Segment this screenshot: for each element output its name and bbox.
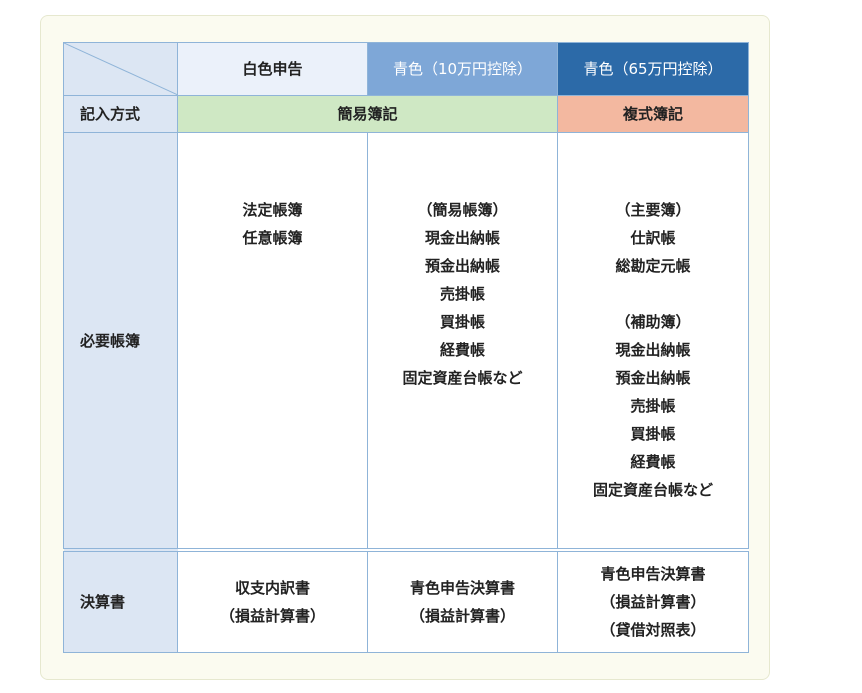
book-item: 経費帳 (439, 341, 485, 359)
book-item: 買掛帳 (630, 425, 676, 443)
book-item: 仕訳帳 (630, 229, 676, 247)
settlement-item: 青色申告決算書 (600, 565, 706, 583)
row-label-method: 記入方式 (63, 95, 178, 133)
book-item: 任意帳簿 (242, 229, 303, 247)
books-white: 法定帳簿 任意帳簿 (177, 132, 368, 551)
book-item: 売掛帳 (439, 285, 485, 303)
book-item: 預金出納帳 (424, 257, 500, 275)
book-item: 現金出納帳 (615, 341, 691, 359)
book-item: 固定資産台帳など (592, 481, 713, 499)
book-item: 法定帳簿 (242, 201, 303, 219)
settlement-item: （損益計算書） (409, 607, 515, 625)
settlement-blue65: 青色申告決算書 （損益計算書） （貸借対照表） (557, 548, 749, 653)
header-blue-10man: 青色（10万円控除） (367, 42, 558, 96)
diagonal-line (64, 43, 178, 95)
book-item: 固定資産台帳など (402, 369, 523, 387)
book-item: （補助簿） (615, 313, 691, 331)
book-item: （主要簿） (615, 201, 691, 219)
book-item: 預金出納帳 (615, 369, 691, 387)
method-row: 記入方式 簡易簿記 複式簿記 (63, 95, 749, 133)
header-blue-65man: 青色（65万円控除） (557, 42, 749, 96)
settlement-item: （損益計算書） (219, 607, 325, 625)
method-simple: 簡易簿記 (177, 95, 558, 133)
book-item: 現金出納帳 (424, 229, 500, 247)
settlement-blue10: 青色申告決算書 （損益計算書） (367, 548, 558, 653)
book-item: 経費帳 (630, 453, 676, 471)
settlement-item: 収支内訳書 (234, 579, 310, 597)
row-label-books: 必要帳簿 (63, 132, 178, 551)
book-item: （簡易帳簿） (417, 201, 508, 219)
corner-cell (63, 42, 178, 96)
settlement-item: （損益計算書） (600, 593, 706, 611)
books-blue10: （簡易帳簿） 現金出納帳 預金出納帳 売掛帳 買掛帳 経費帳 固定資産台帳など (367, 132, 558, 551)
row-label-settlement: 決算書 (63, 548, 178, 653)
books-row: 必要帳簿 法定帳簿 任意帳簿 （簡易帳簿） 現金出納帳 預金出納帳 売掛帳 買掛… (63, 132, 749, 551)
settlement-item: 青色申告決算書 (409, 579, 515, 597)
tax-filing-comparison-table: 白色申告 青色（10万円控除） 青色（65万円控除） 記入方式 簡易簿記 複式簿… (63, 42, 749, 653)
settlement-white: 収支内訳書 （損益計算書） (177, 548, 368, 653)
settlement-item: （貸借対照表） (600, 621, 706, 639)
header-white-filing: 白色申告 (177, 42, 368, 96)
header-row: 白色申告 青色（10万円控除） 青色（65万円控除） (63, 42, 749, 96)
book-item: 買掛帳 (439, 313, 485, 331)
books-blue65: （主要簿） 仕訳帳 総勘定元帳 （補助簿） 現金出納帳 預金出納帳 売掛帳 買掛… (557, 132, 749, 551)
settlement-row: 決算書 収支内訳書 （損益計算書） 青色申告決算書 （損益計算書） 青色申告決算… (63, 548, 749, 653)
book-item: 総勘定元帳 (615, 257, 691, 275)
book-item: 売掛帳 (630, 397, 676, 415)
method-double: 複式簿記 (557, 95, 749, 133)
